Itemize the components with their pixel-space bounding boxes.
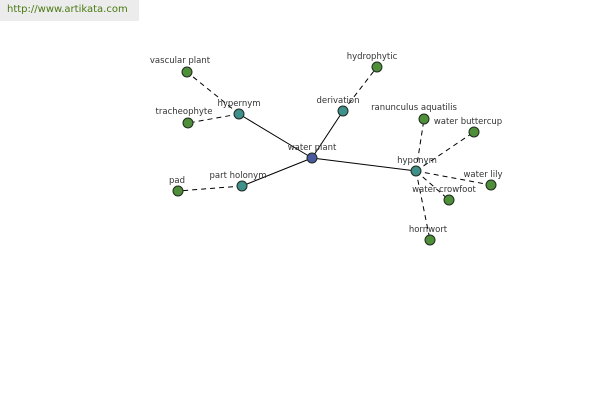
relation-node-part-holonym[interactable]: [236, 180, 248, 192]
graph-labels: water plant hypernym vascular plant tracheo…: [150, 52, 503, 235]
leaf-label-hydrophytic[interactable]: hydrophytic: [347, 52, 398, 62]
center-node-water-plant[interactable]: [306, 152, 318, 164]
graph-edges: [177, 66, 492, 241]
relation-node-hypernym[interactable]: [233, 108, 245, 120]
leaf-node-ranunculus-aquatilis[interactable]: [418, 113, 430, 125]
edge-center-derivation: [311, 110, 344, 159]
leaf-label-tracheophyte[interactable]: tracheophyte: [156, 107, 213, 117]
leaf-node-water-lily[interactable]: [485, 179, 497, 191]
edge-center-part-holonym: [241, 157, 313, 187]
leaf-label-hornwort[interactable]: hornwort: [409, 225, 448, 235]
relation-label-hyponym[interactable]: hyponym: [397, 156, 437, 166]
leaf-node-water-buttercup[interactable]: [468, 126, 480, 138]
graph-nodes: [172, 61, 497, 246]
relation-label-hypernym[interactable]: hypernym: [217, 99, 260, 109]
leaf-label-water-lily[interactable]: water lily: [463, 170, 502, 180]
leaf-node-vascular-plant[interactable]: [181, 66, 193, 78]
edge-hyponym-hornwort: [415, 170, 431, 241]
edge-hyponym-water-buttercup: [415, 131, 475, 172]
edge-hyponym-water-lily: [415, 170, 492, 186]
edge-derivation-hydrophytic: [342, 66, 378, 112]
edge-part-holonym-pad: [177, 185, 243, 192]
edge-center-hyponym: [311, 157, 417, 172]
leaf-node-hydrophytic[interactable]: [371, 61, 383, 73]
leaf-label-pad[interactable]: pad: [169, 176, 185, 186]
relation-label-derivation[interactable]: derivation: [316, 96, 359, 106]
leaf-node-hornwort[interactable]: [424, 234, 436, 246]
leaf-node-water-crowfoot[interactable]: [443, 194, 455, 206]
leaf-node-pad[interactable]: [172, 185, 184, 197]
relation-label-part-holonym[interactable]: part holonym: [210, 171, 267, 181]
source-url[interactable]: http://www.artikata.com: [0, 0, 139, 21]
leaf-label-vascular-plant[interactable]: vascular plant: [150, 56, 211, 66]
center-label-water-plant[interactable]: water plant: [288, 143, 337, 153]
leaf-label-water-crowfoot[interactable]: water crowfoot: [412, 185, 476, 195]
edge-center-hypernym: [238, 113, 313, 159]
leaf-label-ranunculus-aquatilis[interactable]: ranunculus aquatilis: [371, 103, 457, 113]
relation-node-hyponym[interactable]: [410, 165, 422, 177]
edge-hypernym-vascular-plant: [186, 71, 240, 115]
edge-hyponym-water-crowfoot: [415, 170, 450, 201]
leaf-label-water-buttercup[interactable]: water buttercup: [434, 117, 502, 127]
relation-node-derivation[interactable]: [337, 105, 349, 117]
leaf-node-tracheophyte[interactable]: [182, 117, 194, 129]
